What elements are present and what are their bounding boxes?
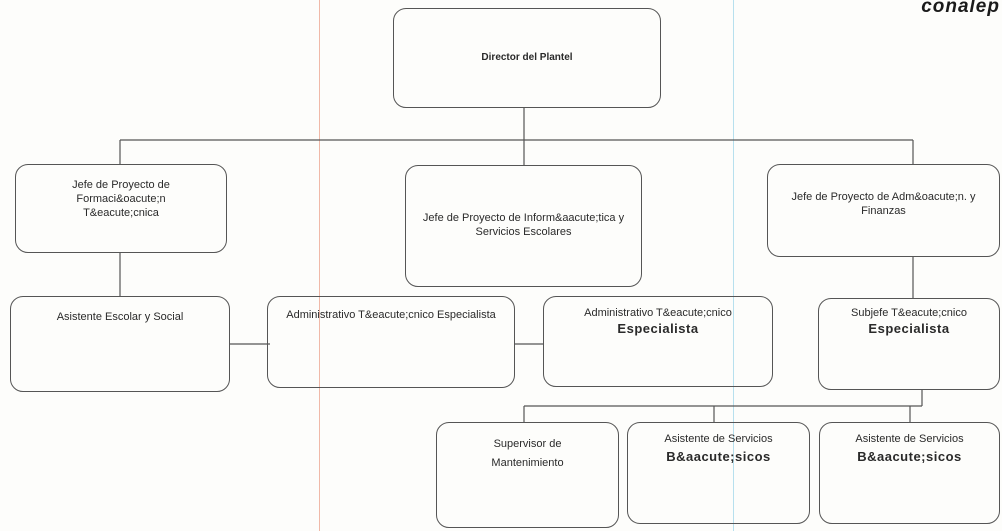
- admin-tecnico-2-line1: Administrativo T&eacute;cnico: [584, 307, 732, 319]
- asistente-basicos-2-line2: B&aacute;sicos: [857, 448, 962, 464]
- jefe-admon-box: Jefe de Proyecto de Adm&oacute;n. y Fina…: [767, 164, 1000, 257]
- jefe-formacion-box: Jefe de Proyecto de Formaci&oacute;n T&e…: [15, 164, 227, 253]
- admin-tecnico-1-box: Administrativo T&eacute;cnico Especialis…: [267, 296, 515, 388]
- subjefe-line1: Subjefe T&eacute;cnico: [851, 307, 967, 319]
- supervisor-label: Supervisor de Mantenimiento: [491, 438, 564, 469]
- conalep-logo: conalep: [921, 0, 1000, 17]
- director-label: Director del Plantel: [481, 51, 573, 63]
- asistente-basicos-1-box: Asistente de Servicios B&aacute;sicos: [627, 422, 810, 524]
- asistente-escolar-box: Asistente Escolar y Social: [10, 296, 230, 392]
- jefe-formacion-label: Jefe de Proyecto de Formaci&oacute;n T&e…: [72, 179, 170, 219]
- admin-tecnico-2-box: Administrativo T&eacute;cnico Especialis…: [543, 296, 773, 387]
- jefe-informatica-box: Jefe de Proyecto de Inform&aacute;tica y…: [405, 165, 642, 287]
- scan-line-red: [319, 0, 320, 531]
- admin-tecnico-1-label: Administrativo T&eacute;cnico Especialis…: [286, 309, 496, 321]
- asistente-basicos-2-box: Asistente de Servicios B&aacute;sicos: [819, 422, 1000, 524]
- supervisor-box: Supervisor de Mantenimiento: [436, 422, 619, 528]
- admin-tecnico-2-line2: Especialista: [617, 320, 699, 336]
- jefe-informatica-label: Jefe de Proyecto de Inform&aacute;tica y…: [422, 212, 625, 238]
- asistente-basicos-1-line2: B&aacute;sicos: [666, 448, 771, 464]
- asistente-basicos-2-line1: Asistente de Servicios: [855, 433, 964, 445]
- jefe-admon-label: Jefe de Proyecto de Adm&oacute;n. y Fina…: [791, 191, 976, 217]
- asistente-escolar-label: Asistente Escolar y Social: [56, 311, 184, 323]
- scan-line-cyan: [733, 0, 734, 531]
- subjefe-line2: Especialista: [868, 320, 950, 336]
- subjefe-box: Subjefe T&eacute;cnico Especialista: [818, 298, 1000, 390]
- director-box: Director del Plantel: [393, 8, 661, 108]
- asistente-basicos-1-line1: Asistente de Servicios: [664, 433, 773, 445]
